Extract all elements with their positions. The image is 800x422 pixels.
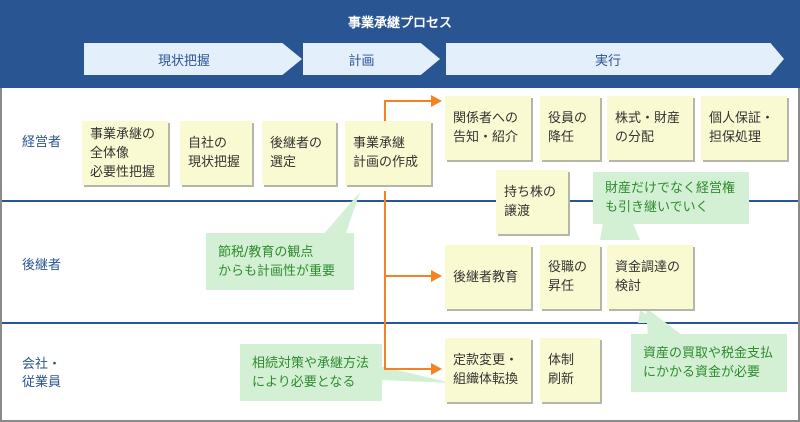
phase-label: 実行 [594,53,621,69]
lane-divider [2,322,798,324]
step-box-promotion: 役職の 昇任 [540,245,600,309]
phase-label: 計画 [348,53,375,69]
callout-management-rights: 財産だけでなく経営権 も引き継いでいく [593,172,749,224]
callout-text: 節税/教育の観点 からも計画性が重要 [218,244,336,279]
phase-execution: 実行 [446,43,784,75]
step-box-current-state: 自社の 現状把握 [180,121,252,185]
step-label: 役員の 降任 [548,111,588,145]
step-box-articles-change: 定款変更・ 組織体転換 [445,338,531,402]
callout-text: 財産だけでなく経営権 も引き継いでいく [605,181,736,215]
step-label: 持ち株の 譲渡 [504,185,557,219]
step-box-fund-raising: 資金調達の 検討 [607,245,693,309]
step-label: 関係者への 告知・紹介 [453,111,519,145]
step-box-asset-distribution: 株式・財産 の分配 [607,96,693,160]
step-box-overview: 事業承継の 全体像 必要性把握 [82,121,168,185]
callout-text: 資産の買取や税金支払 にかかる資金が必要 [643,346,774,380]
phase-label: 現状把握 [157,53,210,69]
lane-label-manager: 経営者 [22,135,62,150]
step-label: 資金調達の 検討 [615,260,681,294]
step-box-executive-resign: 役員の 降任 [540,96,600,160]
callout-funds-needed: 資産の買取や税金支払 にかかる資金が必要 [631,334,787,392]
step-box-personal-guarantee: 個人保証・ 担保処理 [701,96,787,160]
callout-planning-important: 節税/教育の観点 からも計画性が重要 [206,233,354,290]
callout-inheritance-measures: 相続対策や承継方法 により必要となる [240,344,382,401]
step-label: 事業承継 計画の作成 [353,136,419,170]
step-label: 体制 刷新 [548,353,575,387]
step-box-successor-education: 後継者教育 [445,245,531,309]
step-label: 個人保証・ 担保処理 [709,111,775,145]
step-box-org-renewal: 体制 刷新 [540,338,600,402]
step-box-successor-selection: 後継者の 選定 [262,121,336,185]
step-box-notify-stakeholders: 関係者への 告知・紹介 [445,96,531,160]
swimlane-frame [0,88,800,422]
callout-text: 相続対策や承継方法 により必要となる [252,355,370,390]
step-label: 後継者教育 [453,269,519,285]
lane-label-successor: 後継者 [22,258,62,273]
step-label: 事業承継の 全体像 必要性把握 [90,126,156,180]
step-box-share-transfer: 持ち株の 譲渡 [496,170,568,234]
phase-plan: 計画 [303,43,440,75]
step-label: 株式・財産 の分配 [615,111,681,145]
step-label: 後継者の 選定 [270,136,323,170]
step-label: 役職の 昇任 [548,260,588,294]
header-banner: 事業承継プロセス 現状把握 計画 実行 [0,0,800,88]
lane-label-company-employees: 会社・ 従業員 [22,357,62,390]
diagram-title: 事業承継プロセス [347,16,452,31]
step-box-plan-creation: 事業承継 計画の作成 [345,121,431,185]
step-label: 定款変更・ 組織体転換 [453,353,519,387]
phase-current-state: 現状把握 [84,43,302,75]
step-label: 自社の 現状把握 [188,136,241,170]
